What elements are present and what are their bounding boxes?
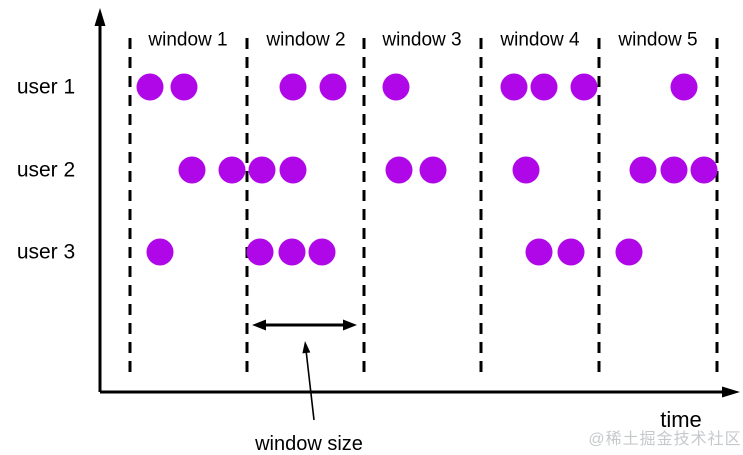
- event-dot: [146, 238, 174, 266]
- event-dot: [178, 156, 206, 184]
- event-dot: [246, 238, 274, 266]
- event-dot: [512, 156, 540, 184]
- watermark-text: @稀土掘金技术社区: [588, 431, 742, 448]
- time-axis-arrowhead: [722, 386, 740, 398]
- event-dot: [279, 156, 307, 184]
- window-size-pointer-arrowhead: [302, 341, 311, 354]
- window-label: window 2: [266, 29, 346, 51]
- event-dot: [319, 73, 347, 101]
- event-dot: [615, 238, 643, 266]
- user-row-label: user 2: [16, 158, 76, 182]
- event-dot: [530, 73, 558, 101]
- user-row-label: user 3: [16, 240, 76, 264]
- event-dot: [500, 73, 528, 101]
- window-label: window 4: [500, 29, 580, 51]
- window-size-arrowhead-left: [252, 319, 266, 331]
- event-dot: [382, 73, 410, 101]
- time-axis-label: time: [660, 407, 702, 432]
- y-axis-arrowhead: [94, 8, 106, 26]
- event-dot: [278, 238, 306, 266]
- event-dot: [629, 156, 657, 184]
- event-dot: [525, 238, 553, 266]
- event-dot: [218, 156, 246, 184]
- window-label: window 3: [382, 29, 462, 51]
- event-dot: [279, 73, 307, 101]
- event-dot: [170, 73, 198, 101]
- window-size-arrowhead-right: [343, 319, 357, 331]
- window-label: window 1: [148, 29, 228, 51]
- event-dot: [690, 156, 718, 184]
- window-size-label: window size: [255, 433, 363, 455]
- event-dot: [670, 73, 698, 101]
- event-dot: [660, 156, 688, 184]
- user-row-label: user 1: [16, 75, 76, 99]
- event-dot: [308, 238, 336, 266]
- event-dot: [385, 156, 413, 184]
- event-dot: [248, 156, 276, 184]
- event-dot: [557, 238, 585, 266]
- window-size-pointer-line: [305, 349, 315, 421]
- event-dot: [570, 73, 598, 101]
- event-dot: [136, 73, 164, 101]
- event-dot: [419, 156, 447, 184]
- window-label: window 5: [618, 29, 698, 51]
